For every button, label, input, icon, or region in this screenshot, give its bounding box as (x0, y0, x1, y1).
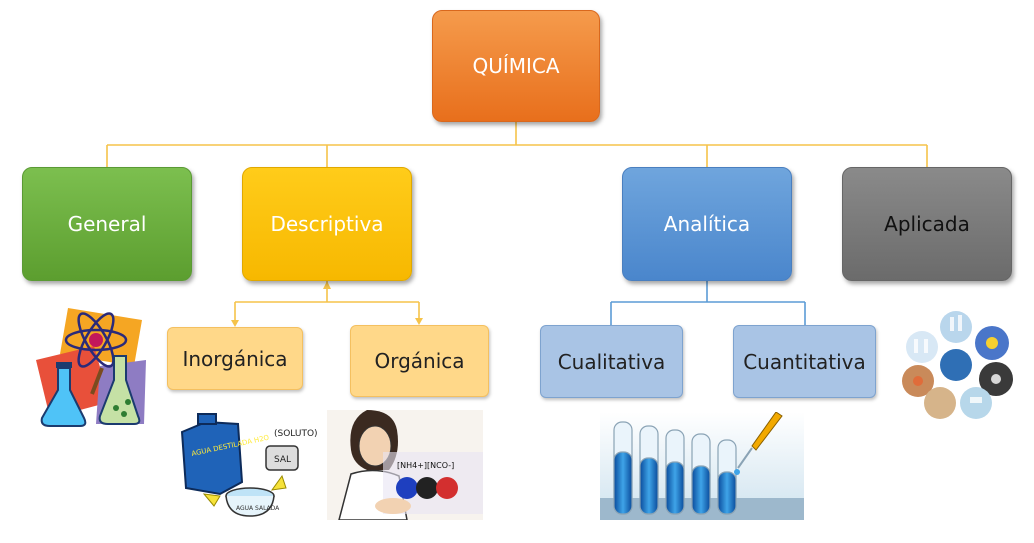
node-inorganica[interactable]: Inorgánica (167, 327, 303, 390)
node-cualitativa-label: Cualitativa (557, 349, 666, 374)
node-analitica-label: Analítica (663, 212, 751, 236)
formula-label: [NH4+][NCO-] (397, 461, 454, 470)
node-organica[interactable]: Orgánica (350, 325, 489, 397)
node-quimica[interactable]: QUÍMICA (432, 10, 600, 122)
node-cualitativa[interactable]: Cualitativa (540, 325, 683, 398)
node-cuantitativa-label: Cuantitativa (743, 349, 866, 374)
node-aplicada-label: Aplicada (884, 212, 970, 236)
node-inorganica-label: Inorgánica (182, 346, 288, 371)
applied-chemistry-collage (902, 311, 1013, 419)
test-tubes-photo (600, 412, 804, 520)
sal-label: SAL (274, 455, 291, 465)
soluto-label: (SOLUTO) (274, 429, 318, 439)
node-cuantitativa[interactable]: Cuantitativa (733, 325, 876, 398)
node-descriptiva-label: Descriptiva (270, 212, 384, 236)
salt-water-clipart: AGUA DESTILADA H2O (SOLUTO) SAL AGUA SAL… (180, 413, 318, 517)
node-organica-label: Orgánica (374, 349, 465, 373)
organic-chemist-clipart: [NH4+][NCO-] (327, 410, 483, 520)
bowl-label: AGUA SALADA (236, 505, 280, 512)
node-aplicada[interactable]: Aplicada (842, 167, 1012, 281)
chemistry-flasks-clipart (36, 308, 146, 427)
node-analitica[interactable]: Analítica (622, 167, 792, 281)
node-general[interactable]: General (22, 167, 192, 281)
node-quimica-label: QUÍMICA (472, 54, 560, 78)
node-descriptiva[interactable]: Descriptiva (242, 167, 412, 281)
node-general-label: General (67, 212, 147, 236)
